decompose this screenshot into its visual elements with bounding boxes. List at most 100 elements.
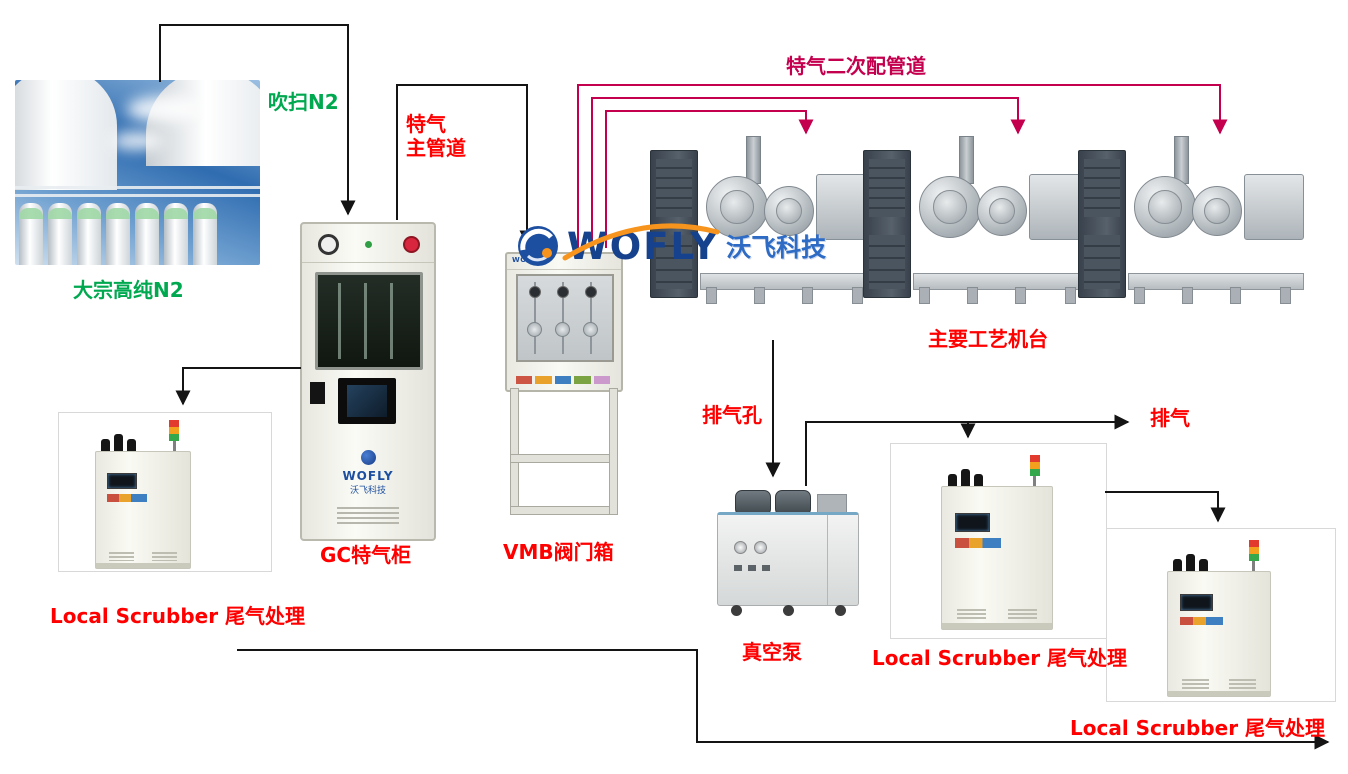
tower-lamp-orange bbox=[169, 427, 180, 434]
cabinet-logo: WOFLY 沃飞科技 bbox=[302, 450, 434, 496]
gauge-icon bbox=[318, 234, 339, 255]
tool-chamber bbox=[1134, 176, 1196, 238]
label-main-pipe: 特气 主管道 bbox=[406, 112, 466, 160]
platform-leg bbox=[967, 287, 978, 304]
inlet-caps bbox=[1173, 554, 1209, 573]
platform-leg bbox=[852, 287, 863, 304]
gas-cylinder bbox=[193, 203, 217, 265]
panel-divider bbox=[827, 515, 828, 605]
wofly-logo-cn: 沃飞科技 bbox=[726, 233, 827, 262]
gauge-icon bbox=[529, 286, 541, 298]
side-slot bbox=[310, 382, 325, 404]
pump-knob bbox=[754, 541, 767, 554]
cabinet-window bbox=[315, 272, 423, 370]
gauge-icon bbox=[557, 286, 569, 298]
valve-knob bbox=[555, 322, 570, 337]
platform-leg bbox=[706, 287, 717, 304]
platform-leg bbox=[1015, 287, 1026, 304]
inlet-caps bbox=[100, 434, 136, 453]
control-screen bbox=[955, 512, 991, 532]
tool-column bbox=[746, 136, 761, 184]
label-main-pipe-line2: 主管道 bbox=[406, 136, 466, 160]
label-scrubber-mid: Local Scrubber 尾气处理 bbox=[872, 646, 1128, 670]
vmb-window bbox=[516, 274, 614, 362]
label-purge-n2: 吹扫N2 bbox=[268, 90, 339, 114]
tool-platform bbox=[1128, 273, 1304, 290]
tower-lamp-red bbox=[1248, 540, 1259, 547]
vent-grille bbox=[1008, 609, 1037, 621]
tool-module bbox=[1244, 174, 1304, 240]
wofly-logo-wordmark: WOFLY bbox=[562, 222, 720, 268]
gas-cylinder bbox=[77, 203, 101, 265]
wofly-logo-text: WOFLY bbox=[567, 224, 720, 268]
pump-body bbox=[717, 512, 859, 606]
scrubber-unit bbox=[95, 420, 191, 569]
sticker bbox=[107, 493, 147, 502]
tower-lamp-green bbox=[169, 434, 180, 441]
signal-tower-icon bbox=[1248, 540, 1259, 572]
sticker bbox=[593, 376, 611, 384]
pipe-mid-to-right-scrubber bbox=[1105, 491, 1226, 523]
sticker bbox=[554, 376, 572, 384]
process-tool-1 bbox=[650, 136, 878, 306]
label-bulk-n2: 大宗高纯N2 bbox=[73, 278, 184, 302]
gas-cylinder bbox=[19, 203, 43, 265]
gas-cylinder bbox=[164, 203, 188, 265]
tower-lamp-orange bbox=[1029, 462, 1040, 469]
tool-column bbox=[1174, 136, 1189, 184]
caster-wheel bbox=[835, 605, 846, 616]
cap bbox=[100, 439, 110, 453]
scrubber-right-box bbox=[1106, 528, 1336, 702]
wofly-logo-icon bbox=[518, 226, 558, 266]
tool-control-cabinet bbox=[863, 150, 911, 298]
control-screen bbox=[107, 472, 138, 489]
pump-switch bbox=[748, 565, 756, 571]
wofly-logo: WOFLY 沃飞科技 bbox=[516, 222, 827, 268]
cap bbox=[1173, 559, 1183, 573]
tool-chamber bbox=[977, 186, 1027, 236]
caster-wheel bbox=[783, 605, 794, 616]
gas-tube bbox=[590, 282, 592, 354]
pump-module bbox=[817, 494, 847, 514]
vmb-stand-frame bbox=[510, 388, 618, 515]
frame-crossbar bbox=[510, 506, 618, 515]
tower-lamp-green bbox=[1248, 554, 1259, 561]
sticker bbox=[955, 538, 1002, 549]
tool-column bbox=[959, 136, 974, 184]
valve-knob bbox=[583, 322, 598, 337]
platform-leg bbox=[1134, 287, 1145, 304]
scrubber-unit bbox=[941, 455, 1053, 630]
cabinet-logo-text: WOFLY bbox=[342, 469, 394, 483]
label-scrubber-left: Local Scrubber 尾气处理 bbox=[50, 604, 306, 628]
label-exhaust-hole: 排气孔 bbox=[702, 403, 762, 427]
emergency-button bbox=[403, 236, 420, 253]
gas-tube bbox=[338, 283, 341, 359]
pipe-main-gas bbox=[396, 84, 535, 246]
pump-cylinder bbox=[775, 490, 811, 516]
gas-cylinder bbox=[48, 203, 72, 265]
scrubber-body bbox=[941, 486, 1053, 630]
gas-cylinder-row bbox=[19, 199, 256, 265]
label-vacuum-pump: 真空泵 bbox=[742, 640, 802, 664]
divider bbox=[302, 262, 434, 263]
pump-switch bbox=[734, 565, 742, 571]
gas-tube bbox=[390, 283, 393, 359]
tower-lamp-orange bbox=[1248, 547, 1259, 554]
sticker bbox=[574, 376, 591, 384]
vent-grille bbox=[152, 551, 177, 562]
base-strip bbox=[96, 563, 190, 568]
sticker bbox=[516, 376, 533, 384]
vmb-cabinet: WOFLY bbox=[505, 252, 623, 392]
scrubber-unit bbox=[1167, 540, 1271, 697]
pump-knob bbox=[734, 541, 747, 554]
gas-tube bbox=[534, 282, 536, 354]
label-vmb: VMB阀门箱 bbox=[503, 540, 614, 564]
tower-pole bbox=[172, 441, 176, 452]
gc-gas-cabinet: WOFLY 沃飞科技 bbox=[300, 222, 436, 541]
platform-leg bbox=[802, 287, 813, 304]
vent-grille bbox=[1229, 678, 1256, 689]
platform-leg bbox=[754, 287, 765, 304]
vent-grille bbox=[957, 609, 986, 621]
label-exhaust: 排气 bbox=[1150, 406, 1190, 430]
